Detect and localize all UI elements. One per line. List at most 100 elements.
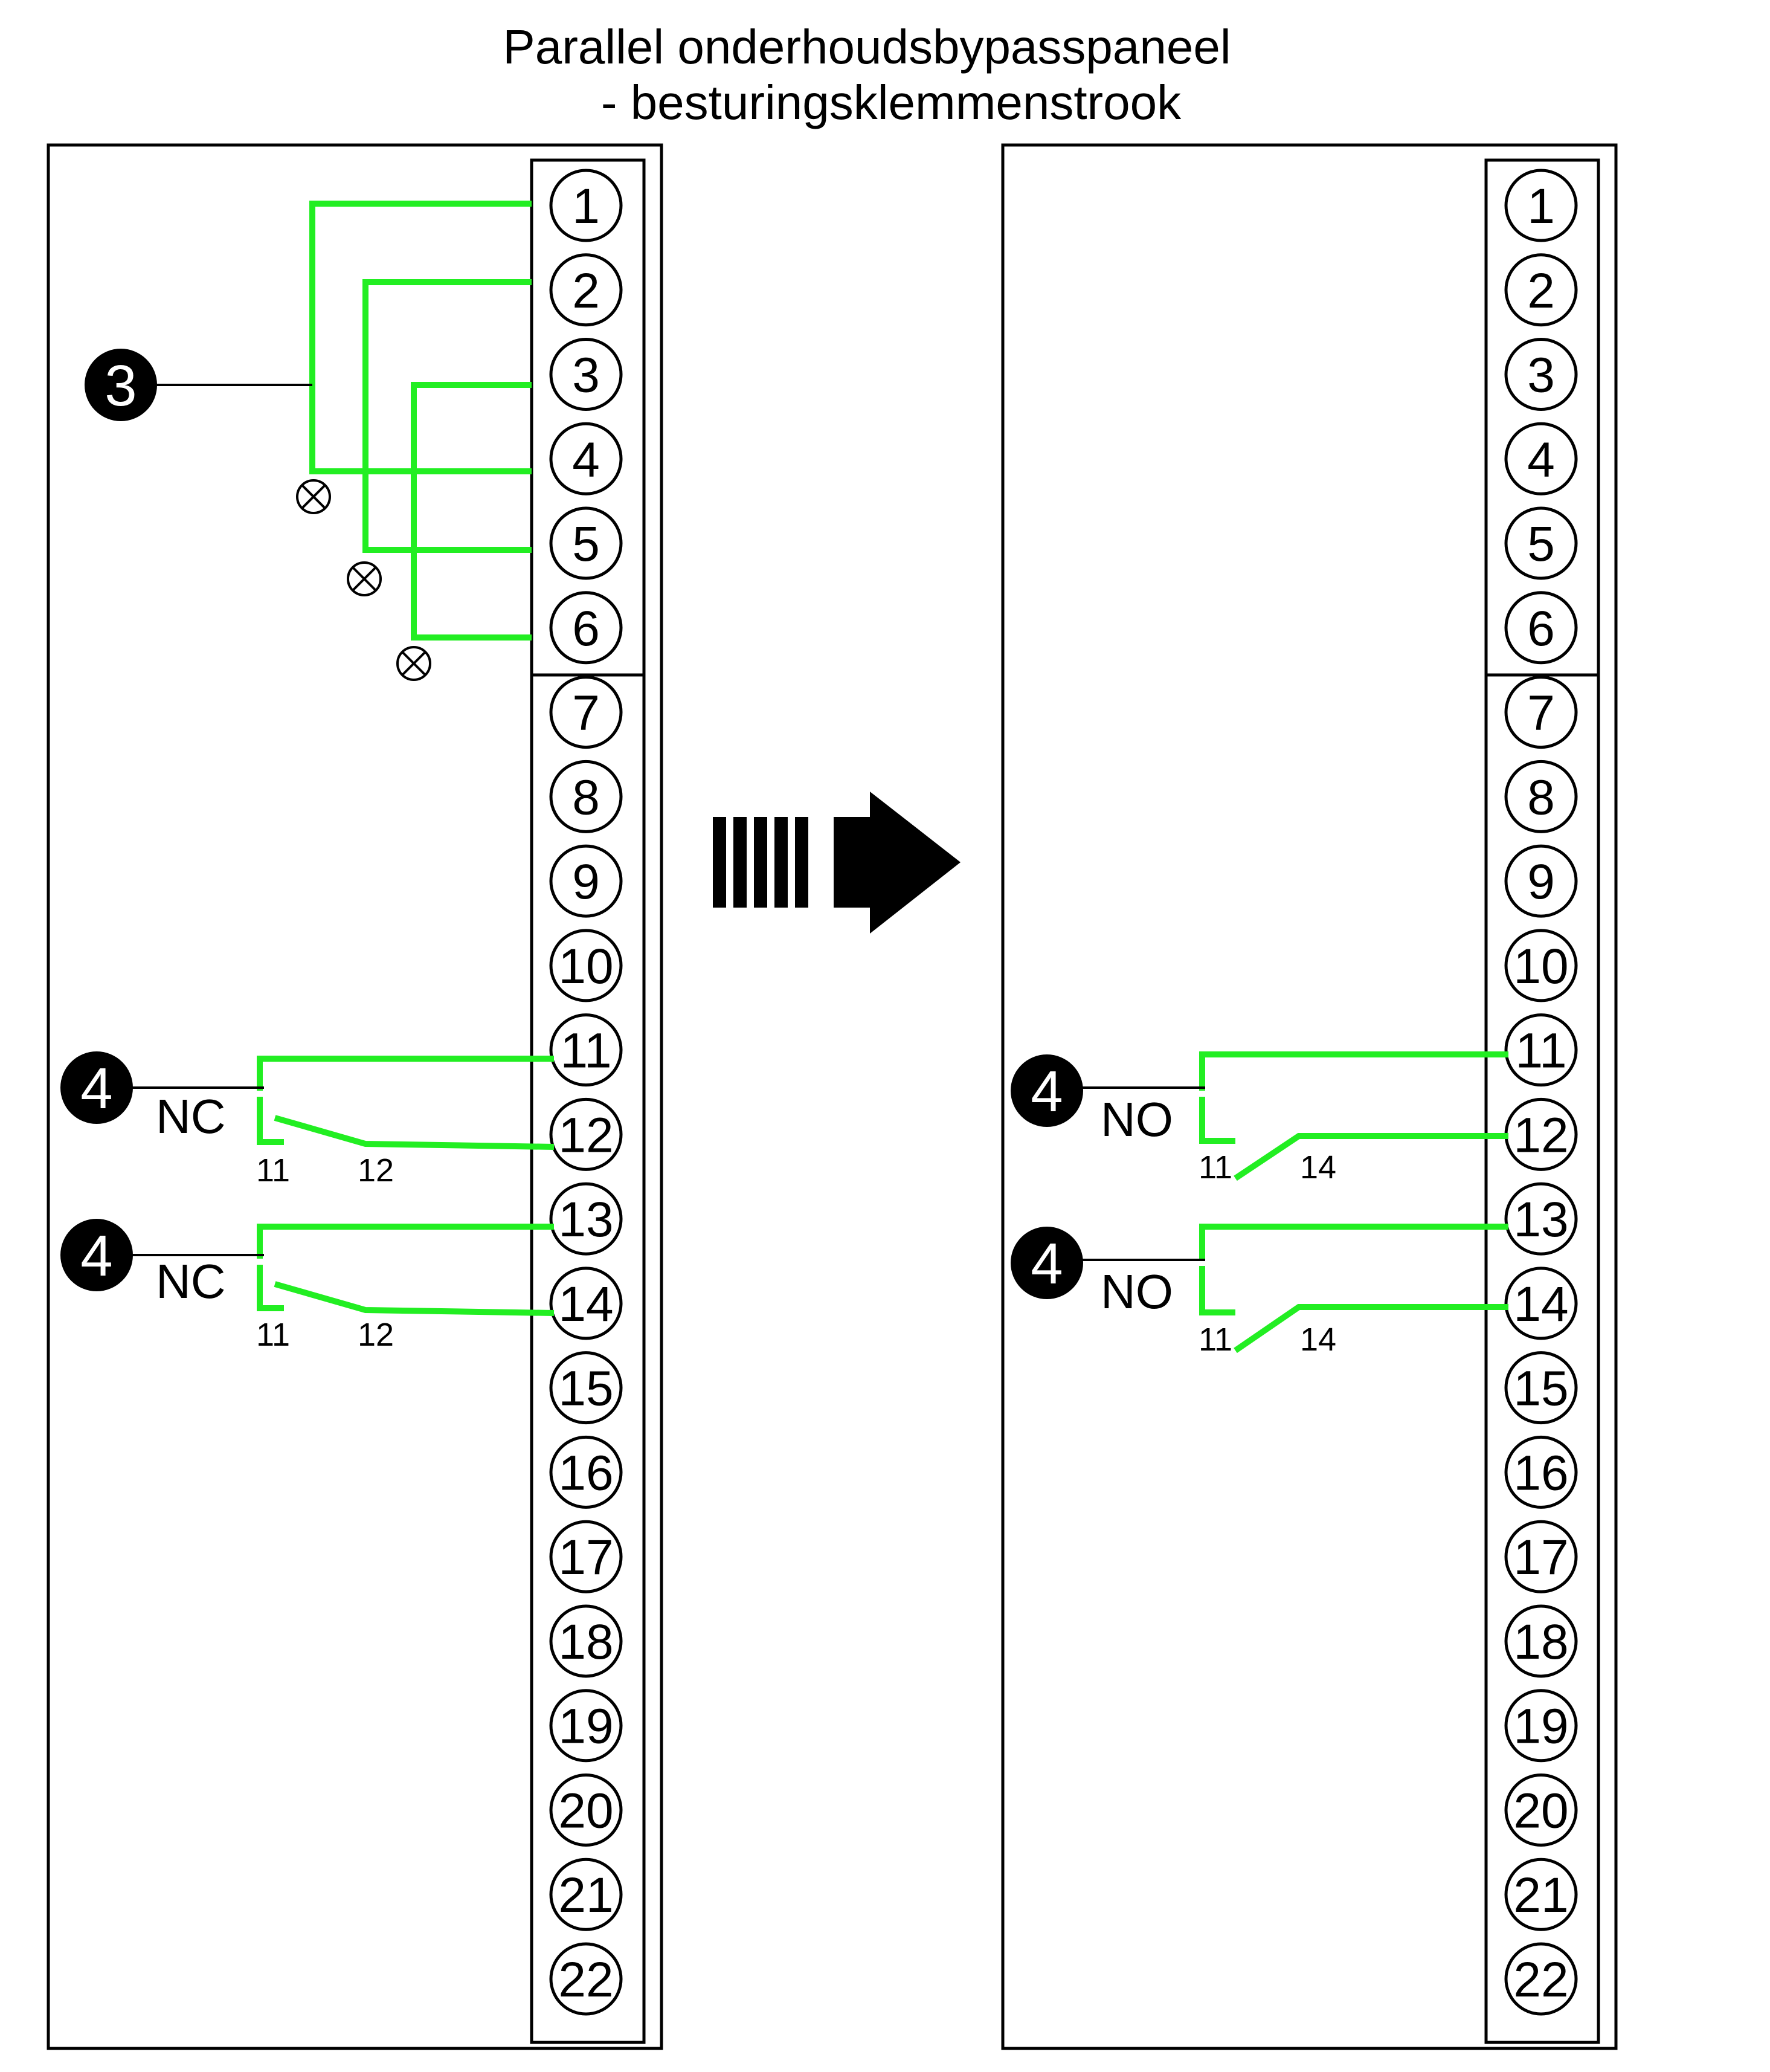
right-contact-2-type: NO [1101, 1265, 1173, 1318]
left-terminal-label-9: 9 [572, 854, 600, 909]
right-terminal-14 [1504, 1267, 1578, 1340]
lamp-3 [396, 646, 431, 681]
right-terminal-label-22: 22 [1513, 1952, 1568, 2007]
left-terminal-4 [549, 422, 623, 495]
left-contact-2: 4 NC 11 12 [60, 1219, 555, 1353]
left-terminal-15 [549, 1351, 623, 1425]
left-terminal-19 [549, 1689, 623, 1763]
left-terminal-label-1: 1 [572, 179, 600, 234]
left-terminal-20 [549, 1773, 623, 1847]
left-terminal-label-7: 7 [572, 686, 600, 741]
right-terminal-19 [1504, 1689, 1578, 1763]
left-terminal-6 [549, 591, 623, 665]
right-contact-2-wire-bottom [1199, 1266, 1235, 1315]
right-contact-1-badge [1011, 1054, 1083, 1127]
left-terminal-label-10: 10 [558, 939, 613, 994]
right-terminal-18 [1504, 1604, 1578, 1678]
right-contact-2-number: 4 [1031, 1231, 1063, 1296]
right-terminal-8 [1504, 760, 1578, 833]
right-terminal-9 [1504, 844, 1578, 918]
wire-terminal-2 [362, 279, 532, 553]
left-terminal-label-15: 15 [558, 1361, 613, 1416]
right-terminal-label-8: 8 [1527, 770, 1555, 825]
left-terminal-13 [549, 1182, 623, 1256]
title-line-1: Parallel onderhoudsbypasspaneel [503, 20, 1231, 74]
left-terminal-21 [549, 1857, 623, 1931]
right-terminal-label-21: 21 [1513, 1868, 1568, 1923]
right-terminal-4 [1504, 422, 1578, 495]
left-terminal-label-16: 16 [558, 1445, 613, 1500]
left-terminal-label-22: 22 [558, 1952, 613, 2007]
right-terminal-15 [1504, 1351, 1578, 1425]
left-terminal-16 [549, 1435, 623, 1509]
right-terminal-10 [1504, 929, 1578, 1002]
right-terminal-label-20: 20 [1513, 1783, 1568, 1838]
left-terminal-22 [549, 1942, 623, 2016]
contact-2-pin-b: 12 [358, 1317, 394, 1353]
contact-1-badge [60, 1051, 133, 1124]
contact-2-wire-top [257, 1224, 554, 1259]
right-terminal-label-7: 7 [1527, 686, 1555, 741]
left-terminal-label-3: 3 [572, 348, 600, 403]
right-terminal-strip [1484, 158, 1600, 2044]
right-terminal-3 [1504, 338, 1578, 411]
right-terminal-22 [1504, 1942, 1578, 2016]
contact-1-wire-bottom [257, 1097, 284, 1145]
left-terminal-label-5: 5 [572, 517, 600, 572]
right-terminal-2 [1504, 253, 1578, 327]
right-terminal-label-9: 9 [1527, 854, 1555, 909]
left-terminal-label-11: 11 [560, 1024, 611, 1079]
left-terminal-label-2: 2 [572, 263, 600, 318]
contact-1-type: NC [156, 1089, 226, 1143]
left-terminal-9 [549, 844, 623, 918]
left-terminal-1 [549, 169, 623, 242]
left-panel-frame [47, 143, 663, 2050]
contact-1-switch [274, 1115, 555, 1150]
right-contact-1-wire-top [1199, 1051, 1508, 1091]
right-terminal-label-5: 5 [1527, 517, 1555, 572]
right-contact-1-switch [1234, 1133, 1508, 1181]
left-terminal-18 [549, 1604, 623, 1678]
right-terminal-label-14: 14 [1513, 1277, 1568, 1332]
contact-2-badge [60, 1219, 133, 1291]
right-terminal-label-4: 4 [1527, 432, 1555, 487]
right-arrow-icon [713, 792, 961, 934]
left-terminal-label-14: 14 [558, 1277, 613, 1332]
contact-1-number: 4 [80, 1056, 112, 1121]
lamp-1 [296, 479, 331, 514]
right-terminal-label-13: 13 [1513, 1192, 1568, 1247]
left-terminal-label-8: 8 [572, 770, 600, 825]
left-terminal-strip [530, 158, 646, 2044]
left-terminal-2 [549, 253, 623, 327]
right-terminal-16 [1504, 1435, 1578, 1509]
contact-1-pin-b: 12 [358, 1152, 394, 1189]
left-terminal-label-18: 18 [558, 1615, 613, 1670]
contact-2-number: 4 [80, 1224, 112, 1288]
right-contact-1-number: 4 [1031, 1059, 1063, 1124]
right-terminal-6 [1504, 591, 1578, 665]
right-terminal-label-12: 12 [1513, 1108, 1568, 1163]
right-terminal-label-3: 3 [1527, 348, 1555, 403]
right-contact-1-wire-bottom [1199, 1097, 1235, 1144]
lamp-wiring [309, 201, 532, 641]
right-contact-1-pin-b: 14 [1300, 1149, 1336, 1186]
lamp-callout-badge [85, 349, 157, 421]
left-terminal-8 [549, 760, 623, 833]
left-terminal-label-21: 21 [558, 1868, 613, 1923]
right-terminal-label-1: 1 [1527, 179, 1555, 234]
left-terminal-11 [549, 1013, 623, 1087]
right-terminal-label-2: 2 [1527, 263, 1555, 318]
contact-2-pin-a: 11 [256, 1317, 290, 1353]
left-terminal-5 [549, 506, 623, 580]
right-terminal-label-6: 6 [1527, 601, 1555, 656]
right-contact-1-pin-a: 11 [1199, 1149, 1232, 1186]
wire-terminal-1 [309, 201, 532, 474]
left-terminal-label-12: 12 [558, 1108, 613, 1163]
right-terminal-7 [1504, 676, 1578, 749]
left-terminal-12 [549, 1097, 623, 1171]
left-terminal-label-19: 19 [558, 1699, 613, 1754]
left-terminal-10 [549, 929, 623, 1002]
